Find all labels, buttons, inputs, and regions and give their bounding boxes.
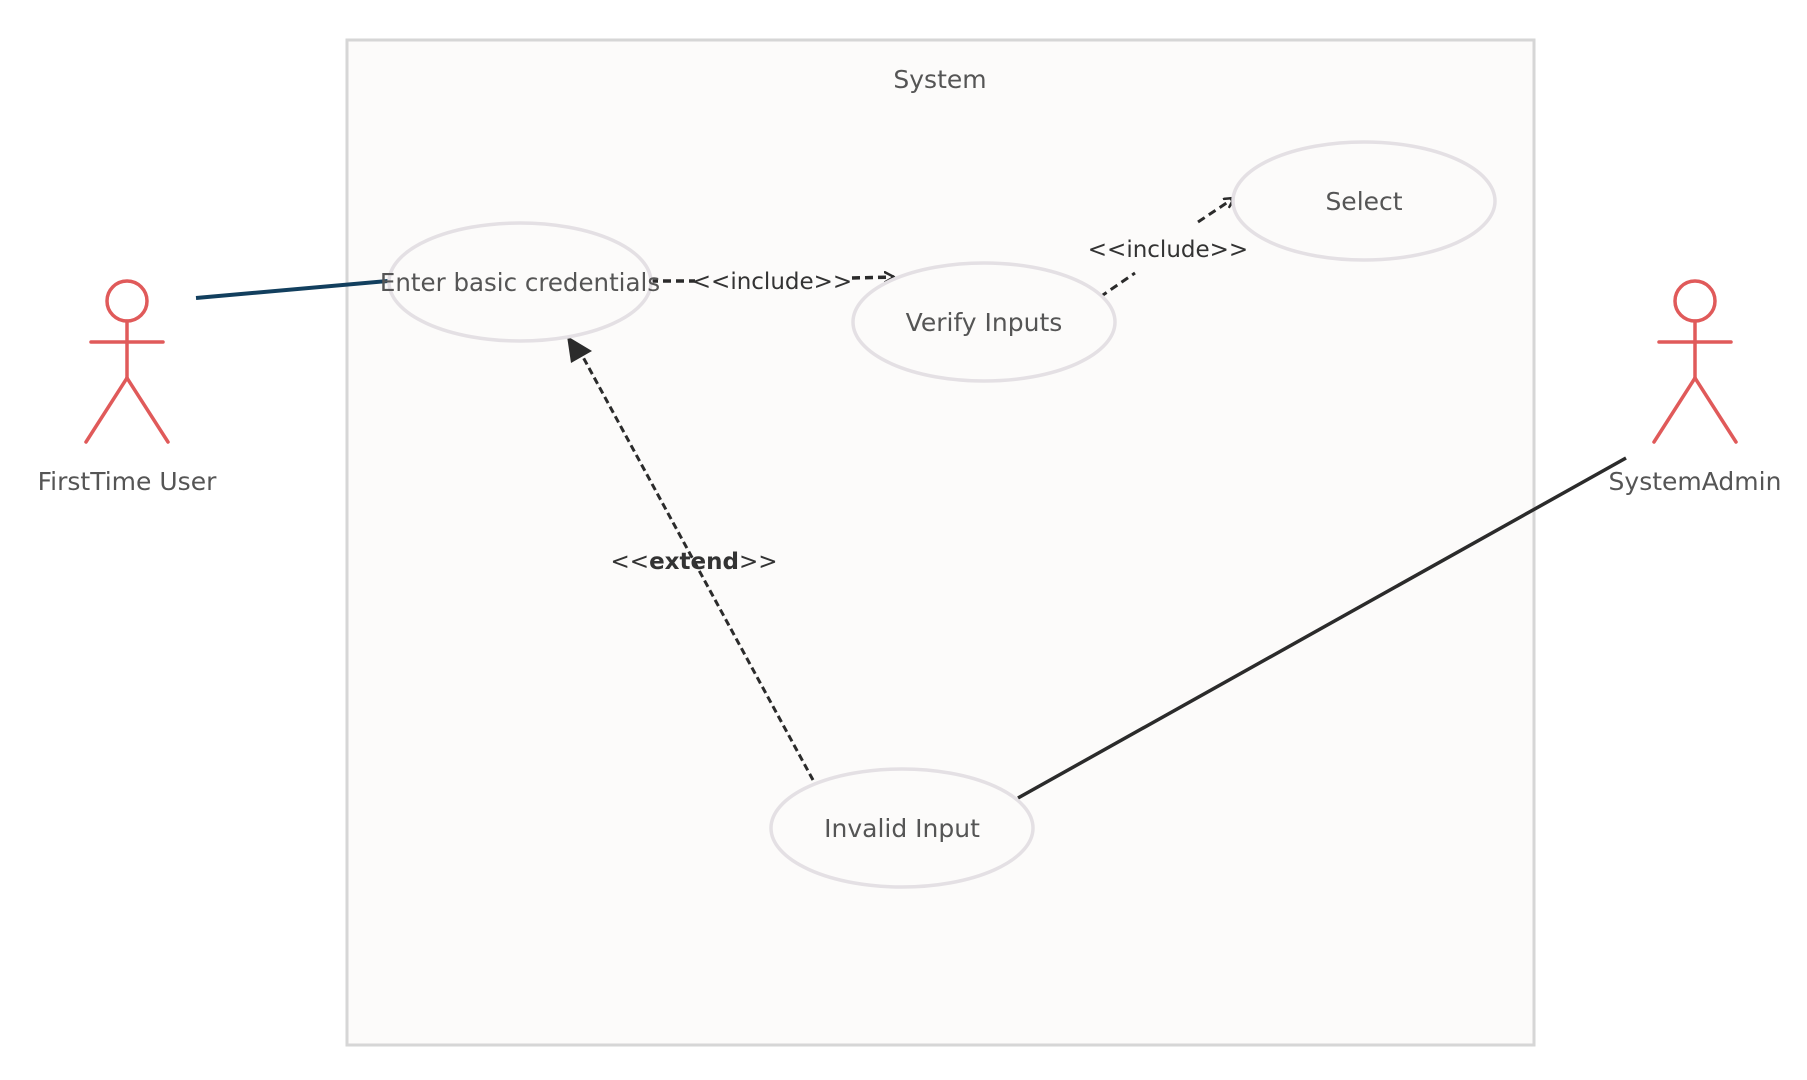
actor-label: SystemAdmin [1609,467,1782,496]
include-label: <<include>> [1088,237,1248,263]
extend-relation-invalid-credentials[interactable]: <<extend>> [567,336,815,781]
extend-label: <<extend>> [611,549,778,575]
include-label: <<include>> [692,269,852,295]
actor-system-admin[interactable]: SystemAdmin [1609,279,1782,496]
stick-figure-icon [84,279,170,444]
use-case-enter-basic-credentials[interactable]: Enter basic credentials [380,221,660,343]
association-system-admin[interactable] [1017,456,1627,800]
association-first-time-user[interactable] [195,279,389,300]
filled-arrowhead-icon [567,336,592,363]
system-label: System [893,65,986,94]
include-relation-verify-select[interactable]: <<include>> [1088,198,1248,299]
actor-first-time-user[interactable]: FirstTime User [38,279,217,496]
use-case-label: Enter basic credentials [380,268,660,297]
include-relation-credentials-verify[interactable]: <<include>> [650,269,894,295]
use-case-select[interactable]: Select [1231,140,1497,262]
stick-figure-icon [1652,279,1738,444]
use-case-verify-inputs[interactable]: Verify Inputs [851,261,1117,383]
actor-label: FirstTime User [38,467,217,496]
use-case-label: Select [1325,187,1402,216]
use-case-invalid-input[interactable]: Invalid Input [769,767,1035,889]
use-case-label: Verify Inputs [906,308,1063,337]
use-case-label: Invalid Input [824,814,980,843]
